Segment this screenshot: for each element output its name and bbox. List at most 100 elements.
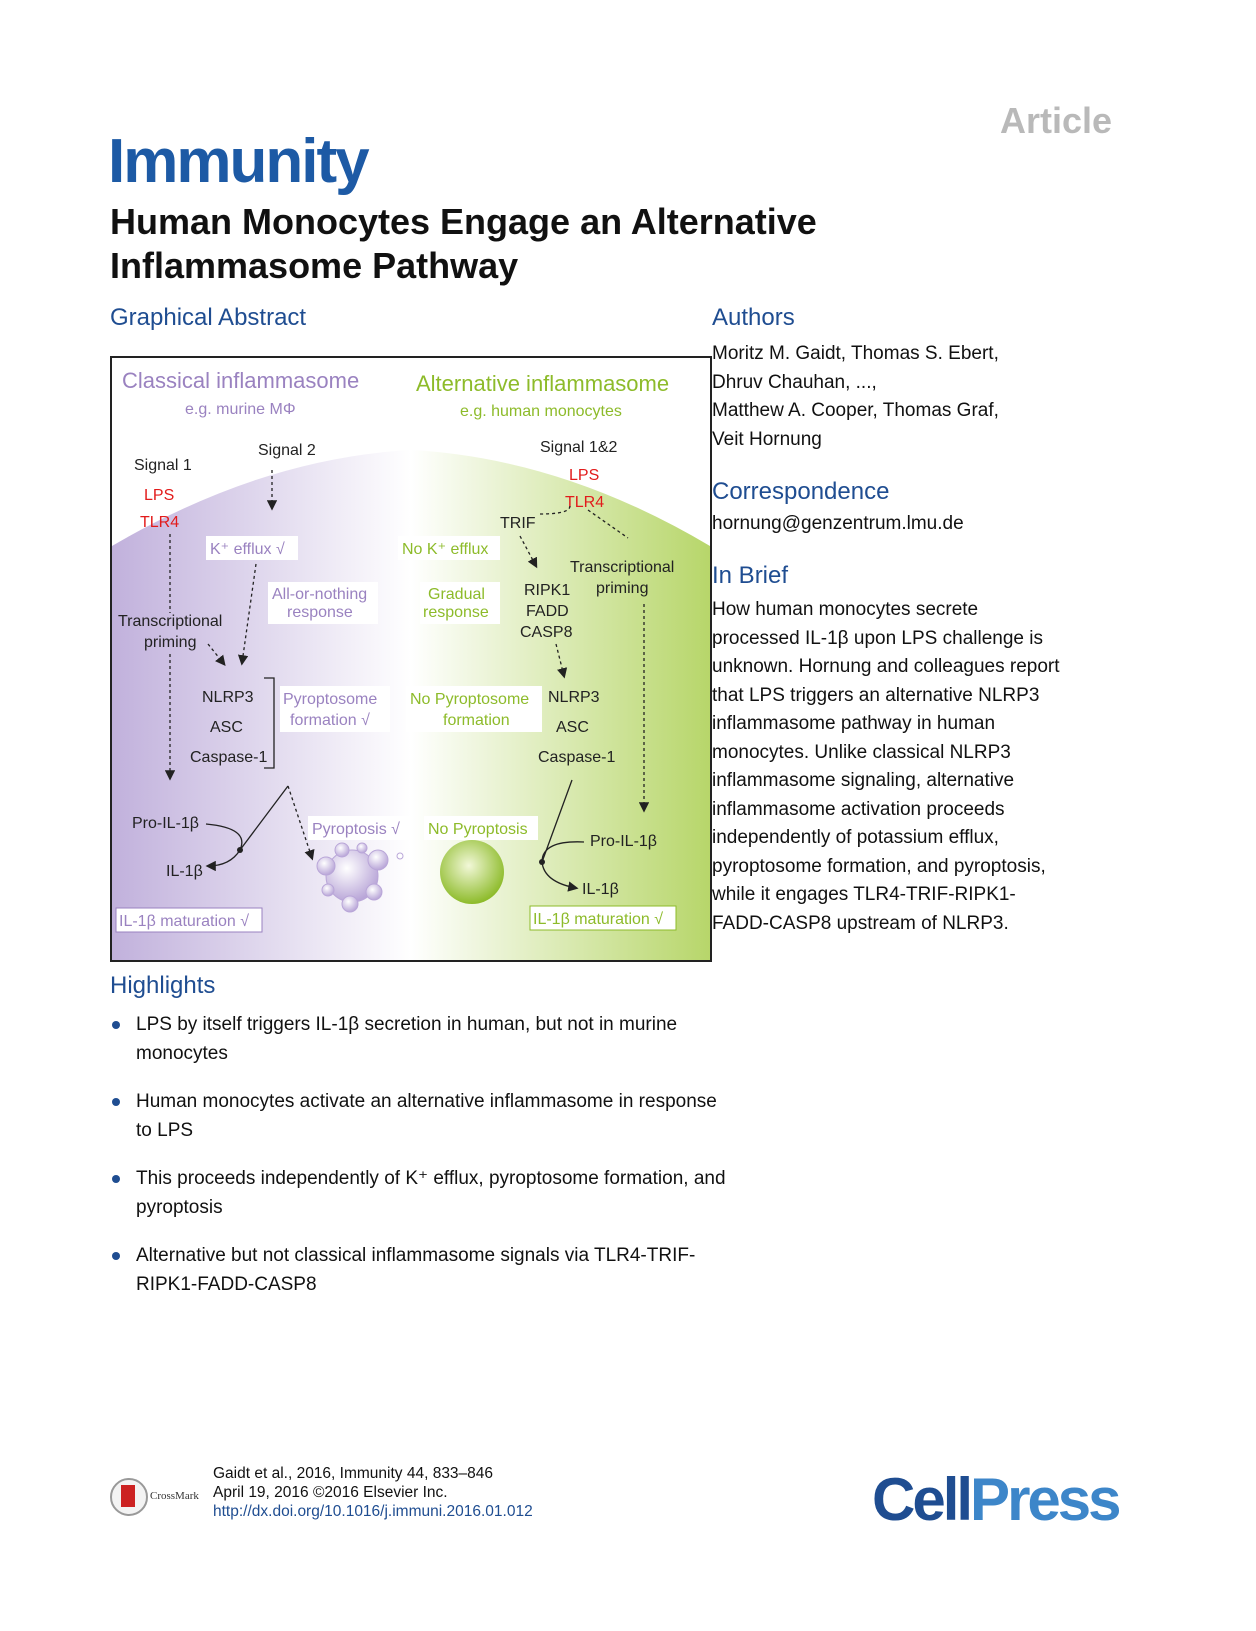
no-pyroptosome-label-2: formation — [443, 712, 510, 729]
classical-tlr4: TLR4 — [140, 514, 179, 531]
alternative-il: IL-1β — [582, 881, 619, 898]
all-or-nothing-box — [268, 582, 378, 624]
author-line: Dhruv Chauhan, ..., — [712, 371, 877, 393]
in-brief-heading: In Brief — [712, 562, 789, 589]
classical-transcriptional: Transcriptional — [118, 613, 222, 630]
gradual-label-2: response — [423, 604, 489, 621]
classical-lps: LPS — [144, 487, 174, 504]
alternative-asc: ASC — [556, 719, 589, 736]
bullet-icon — [112, 1098, 120, 1106]
in-brief-line: unknown. Hornung and colleagues report — [712, 656, 1060, 677]
article-type-label: Article — [1000, 100, 1113, 141]
k-efflux-label: K⁺ efflux √ — [210, 541, 285, 558]
pyroptotic-cell-icon — [316, 842, 404, 913]
citation-line: Gaidt et al., 2016, Immunity 44, 833–846 — [213, 1465, 494, 1482]
fadd-label: FADD — [526, 603, 569, 620]
signal-1-2-label: Signal 1&2 — [540, 439, 617, 456]
highlight-item: LPS by itself triggers IL-1β secretion i… — [110, 1010, 730, 1068]
alternative-nlrp3: NLRP3 — [548, 689, 600, 706]
correspondence-email[interactable]: hornung@genzentrum.lmu.de — [712, 513, 964, 534]
graphical-abstract-heading: Graphical Abstract — [110, 304, 307, 331]
in-brief-line: inflammasome pathway in human — [712, 713, 996, 734]
in-brief-line: inflammasome signaling, alternative — [712, 770, 1015, 791]
no-pyroptosome-label: No Pyroptosome — [410, 691, 529, 708]
classical-maturation-box — [115, 907, 263, 933]
bullet-icon — [112, 1252, 120, 1260]
classical-priming: priming — [144, 634, 196, 651]
classical-nlrp3: NLRP3 — [202, 689, 254, 706]
in-brief-line: while it engages TLR4-TRIF-RIPK1- — [712, 884, 1016, 905]
alternative-caspase: Caspase-1 — [538, 749, 615, 766]
highlight-item: This proceeds independently of K⁺ efflux… — [110, 1164, 730, 1222]
alternative-cleavage-dot — [539, 859, 545, 865]
doi-link[interactable]: http://dx.doi.org/10.1016/j.immuni.2016.… — [213, 1503, 533, 1520]
all-or-nothing-label-2: response — [287, 604, 353, 621]
gradual-label: Gradual — [428, 586, 485, 603]
trif-label: TRIF — [500, 515, 536, 532]
bullet-icon — [112, 1021, 120, 1029]
in-brief-line: that LPS triggers an alternative NLRP3 — [712, 684, 1040, 706]
classical-il: IL-1β — [166, 863, 203, 880]
crossmark-icon[interactable] — [110, 1478, 148, 1516]
alternative-tlr4: TLR4 — [565, 494, 604, 511]
no-k-efflux-label: No K⁺ efflux — [402, 541, 488, 558]
classical-pro-il: Pro-IL-1β — [132, 815, 199, 832]
in-brief-line: pyroptosome formation, and pyroptosis, — [712, 855, 1046, 877]
alternative-priming: priming — [596, 580, 648, 597]
cellpress-logo: CellPress — [872, 1466, 1122, 1533]
priming-nlrp3-arrow — [207, 643, 226, 667]
caspase-pyroptosis-arrow — [287, 785, 315, 861]
classical-title: Classical inflammasome — [122, 368, 359, 393]
classical-cleavage-dot — [237, 847, 243, 853]
crossmark-label: CrossMark — [150, 1490, 199, 1502]
author-line: Moritz M. Gaidt, Thomas S. Ebert, — [712, 343, 999, 364]
journal-logo: Immunity — [108, 127, 370, 196]
author-line: Matthew A. Cooper, Thomas Graf, — [712, 400, 999, 421]
correspondence-heading: Correspondence — [712, 478, 890, 505]
no-pyroptosome-box — [406, 686, 542, 732]
pyroptosome-label: Pyroptosome — [283, 691, 377, 708]
highlight-item: Alternative but not classical inflammaso… — [110, 1241, 730, 1299]
alternative-cleavage-line — [541, 779, 573, 863]
highlight-item: Human monocytes activate an alternative … — [110, 1087, 730, 1145]
pyroptosome-label-2: formation √ — [290, 712, 370, 729]
bullet-icon — [112, 1175, 120, 1183]
in-brief-line: monocytes. Unlike classical NLRP3 — [712, 741, 1011, 763]
classical-bracket — [264, 677, 275, 769]
alternative-maturation-box — [529, 905, 677, 931]
no-k-efflux-box — [398, 536, 500, 560]
tlr4-trif-line — [539, 505, 571, 515]
alternative-subtitle: e.g. human monocytes — [460, 403, 622, 420]
in-brief-line: inflammasome activation proceeds — [712, 798, 1005, 820]
graphical-abstract-figure: Classical inflammasome e.g. murine MΦ Al… — [112, 368, 710, 960]
alternative-pro-il: Pro-IL-1β — [590, 833, 657, 850]
pyroptosis-box — [308, 816, 410, 840]
classical-asc: ASC — [210, 719, 243, 736]
k-efflux-arrow — [237, 563, 257, 666]
all-or-nothing-label: All-or-nothing — [272, 586, 367, 603]
in-brief-line: How human monocytes secrete — [712, 599, 979, 620]
in-brief-text: How human monocytes secrete processed IL… — [712, 596, 1212, 938]
signal1-label: Signal 1 — [134, 457, 192, 474]
classical-caspase: Caspase-1 — [190, 749, 267, 766]
alternative-maturation-label: IL-1β maturation √ — [533, 911, 663, 928]
alternative-lps: LPS — [569, 467, 599, 484]
highlight-text: Alternative but not classical inflammaso… — [136, 1245, 696, 1295]
intact-cell-icon — [440, 840, 504, 904]
article-title: Human Monocytes Engage an Alternative In… — [110, 201, 817, 286]
pyroptosome-box — [280, 686, 390, 732]
classical-subtitle: e.g. murine MΦ — [185, 401, 296, 418]
gradual-box — [420, 582, 500, 624]
pyroptosis-label: Pyroptosis √ — [312, 821, 400, 838]
in-brief-line: processed IL-1β upon LPS challenge is — [712, 627, 1043, 649]
graphical-abstract: Classical inflammasome e.g. murine MΦ Al… — [110, 356, 712, 962]
alternative-title: Alternative inflammasome — [416, 371, 669, 396]
classical-cleavage-line — [239, 785, 289, 851]
authors-heading: Authors — [712, 304, 795, 331]
signal2-label: Signal 2 — [258, 442, 316, 459]
no-pyroptosis-label: No Pyroptosis — [428, 821, 528, 838]
in-brief-line: FADD-CASP8 upstream of NLRP3. — [712, 912, 1009, 934]
in-brief-line: independently of potassium efflux, — [712, 827, 999, 848]
authors-list: Moritz M. Gaidt, Thomas S. Ebert, Dhruv … — [712, 340, 1192, 454]
author-line: Veit Hornung — [712, 428, 822, 450]
